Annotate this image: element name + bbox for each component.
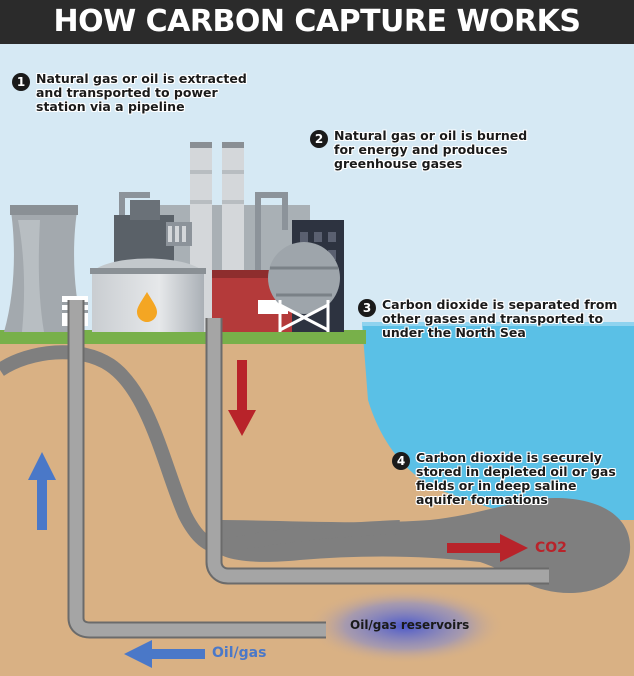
step-text: Carbon dioxide is separated from other g… — [382, 297, 618, 340]
right-arrow-icon — [447, 534, 528, 562]
co2-label: CO2 — [535, 540, 567, 556]
oil-drop-icon — [137, 292, 157, 322]
pipeline-co2-injection — [205, 318, 549, 585]
sea-surface — [362, 322, 634, 326]
grass-strip — [0, 330, 366, 344]
reservoir-label: Oil/gas reservoirs — [350, 618, 470, 632]
step-3: 3 Carbon dioxide is separated from other… — [358, 298, 628, 340]
step-text: Natural gas or oil is extracted and tran… — [36, 71, 247, 114]
pipeline-extraction — [67, 300, 326, 639]
sea — [362, 322, 634, 520]
reservoir-glow — [305, 588, 505, 664]
step-number: 2 — [310, 130, 328, 148]
up-arrow-icon — [28, 452, 56, 530]
step-text: Carbon dioxide is securely stored in dep… — [416, 450, 616, 507]
step-number: 1 — [12, 73, 30, 91]
page-title: HOW CARBON CAPTURE WORKS — [0, 0, 634, 44]
oil-gas-label: Oil/gas — [212, 645, 267, 661]
step-1: 1 Natural gas or oil is extracted and tr… — [12, 72, 252, 114]
gas-sphere — [268, 242, 340, 332]
down-arrow-icon — [228, 360, 256, 436]
step-number: 4 — [392, 452, 410, 470]
left-arrow-icon — [124, 640, 205, 668]
step-number: 3 — [358, 299, 376, 317]
step-2: 2 Natural gas or oil is burned for energ… — [310, 129, 542, 171]
step-4: 4 Carbon dioxide is securely stored in d… — [392, 451, 628, 507]
step-text: Natural gas or oil is burned for energy … — [334, 128, 528, 171]
